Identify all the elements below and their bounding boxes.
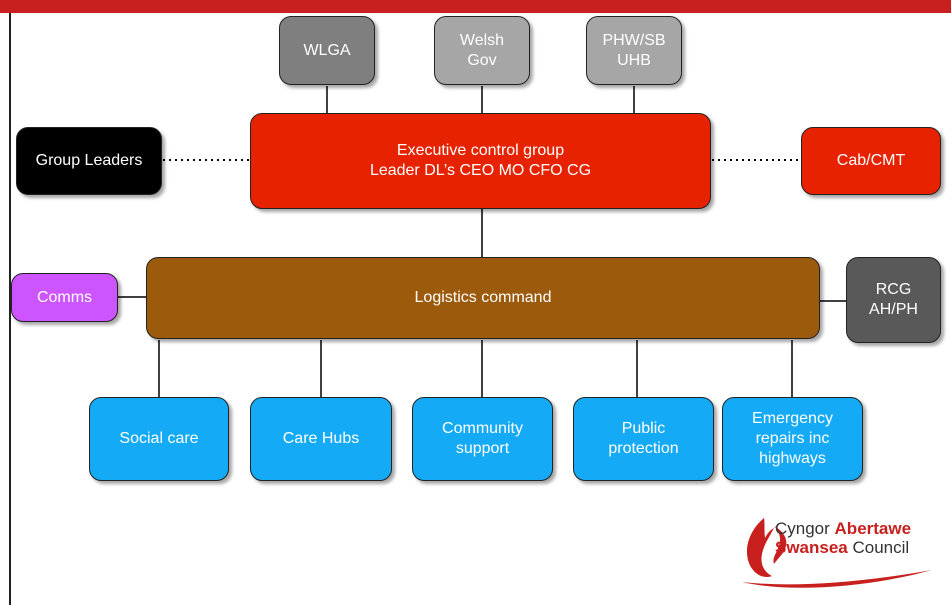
header-bar bbox=[0, 0, 951, 13]
rcg-box: RCG AH/PH bbox=[846, 257, 941, 343]
executive-control-group-box: Executive control group Leader DL’s CEO … bbox=[250, 113, 711, 209]
care-hubs-box: Care Hubs bbox=[250, 397, 392, 481]
logo-line-1: Cyngor Abertawe bbox=[775, 519, 912, 538]
welsh-gov-box: Welsh Gov bbox=[434, 16, 530, 85]
left-rule bbox=[9, 13, 11, 605]
community-support-box: Community support bbox=[412, 397, 553, 481]
phw-sb-uhb-box: PHW/SB UHB bbox=[586, 16, 682, 85]
swansea-dragon-logo-icon bbox=[742, 518, 932, 588]
social-care-box: Social care bbox=[89, 397, 229, 481]
wlga-box: WLGA bbox=[279, 16, 375, 85]
group-leaders-box: Group Leaders bbox=[16, 127, 162, 195]
logo-line-2: Swansea Council bbox=[775, 538, 910, 557]
emergency-repairs-box: Emergency repairs inc highways bbox=[722, 397, 863, 481]
cab-cmt-box: Cab/CMT bbox=[801, 127, 941, 195]
logistics-command-box: Logistics command bbox=[146, 257, 820, 339]
council-logo-text: Cyngor Abertawe Swansea Council bbox=[775, 519, 911, 557]
public-protection-box: Public protection bbox=[573, 397, 714, 481]
comms-box: Comms bbox=[11, 273, 118, 322]
